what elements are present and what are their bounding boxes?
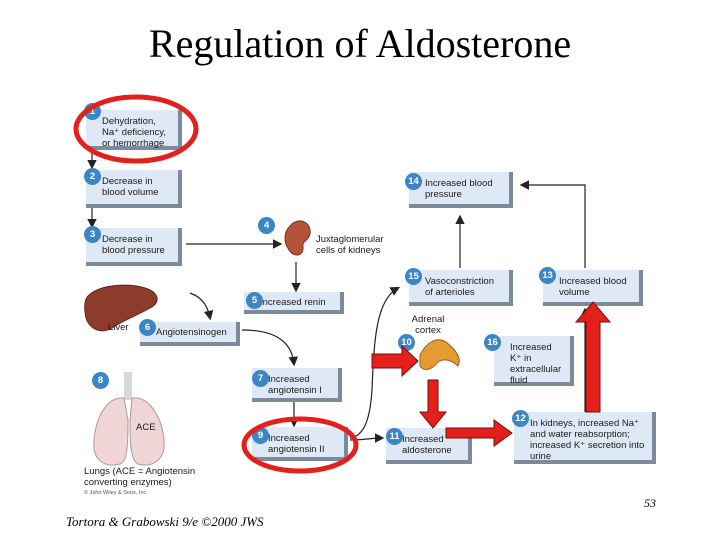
step-11-text: Increased aldosterone	[402, 434, 452, 456]
step-15-box: Vasoconstriction of arterioles	[409, 270, 513, 306]
step-15-text: Vasoconstriction of arterioles	[425, 276, 494, 298]
image-credit: © John Wiley & Sons, Inc.	[84, 490, 148, 496]
step-16-text: Increased K⁺ in extracellular fluid	[510, 342, 562, 386]
step-12-box: In kidneys, increased Na⁺ and water reab…	[514, 412, 656, 464]
arrow-9-to-15	[349, 286, 401, 439]
kidney-illustration	[284, 220, 311, 256]
step-1-text: Dehydration, Na⁺ deficiency, or hemorrha…	[102, 116, 166, 149]
step-12-text: In kidneys, increased Na⁺ and water reab…	[530, 418, 645, 462]
highlight-circle-step-9	[241, 416, 359, 474]
step-8-badge: 8	[92, 372, 109, 389]
red-arrow-down-to-aldosterone	[418, 379, 448, 429]
step-5-badge: 5	[246, 292, 263, 309]
step-3-badge: 3	[84, 226, 101, 243]
step-2-text: Decrease in blood volume	[102, 176, 159, 198]
step-14-text: Increased blood pressure	[425, 178, 493, 200]
ace-label: ACE	[136, 422, 156, 433]
red-arrow-right-to-kidneys	[445, 419, 513, 447]
step-6-box: Angiotensinogen	[140, 322, 240, 346]
step-5-box: Increased renin	[244, 292, 344, 314]
step-2-badge: 2	[84, 168, 101, 185]
step-7-text: Increased angiotensin I	[268, 374, 322, 396]
step-2-box: Decrease in blood volume	[86, 170, 182, 208]
liver-illustration	[84, 284, 158, 332]
step-8-label: Lungs (ACE = Angiotensin converting enzy…	[84, 466, 234, 488]
step-16-badge: 16	[484, 334, 501, 351]
step-15-badge: 15	[405, 268, 422, 285]
step-9-text: Increased angiotensin II	[268, 433, 325, 455]
red-arrow-up-from-kidneys	[574, 301, 612, 413]
step-6-text: Angiotensinogen	[156, 327, 227, 338]
highlight-circle-step-1	[73, 94, 199, 164]
adrenal-gland-illustration	[419, 339, 460, 370]
lungs-illustration	[93, 372, 165, 466]
arrow-6-to-7	[241, 329, 299, 367]
step-14-badge: 14	[405, 173, 422, 190]
step-4-label: Juxtaglomerular cells of kidneys	[316, 234, 396, 256]
step-10-label: Adrenal cortex	[408, 314, 448, 336]
step-4-text: Juxtaglomerular cells of kidneys	[316, 234, 384, 256]
step-6-badge: 6	[139, 319, 156, 336]
step-16-box: Increased K⁺ in extracellular fluid	[494, 336, 574, 386]
step-3-box: Decrease in blood pressure	[86, 228, 182, 266]
liver-label: Liver	[108, 322, 129, 333]
step-5-text: Increased renin	[260, 297, 326, 308]
step-4-badge: 4	[258, 217, 275, 234]
step-13-text: Increased blood volume	[559, 276, 627, 298]
arrow-liver-to-6	[189, 292, 214, 321]
step-14-box: Increased blood pressure	[409, 172, 513, 208]
slide-title: Regulation of Aldosterone	[148, 21, 572, 66]
step-11-badge: 11	[386, 428, 403, 445]
footer-citation: Tortora & Grabowski 9/e ©2000 JWS	[66, 514, 264, 529]
step-1-box: Dehydration, Na⁺ deficiency, or hemorrha…	[86, 110, 182, 150]
step-3-text: Decrease in blood pressure	[102, 234, 165, 256]
arrow-13-to-14	[519, 180, 586, 268]
step-10-text: Adrenal cortex	[411, 314, 445, 336]
step-13-badge: 13	[539, 267, 556, 284]
red-arrow-right-to-adrenal	[371, 344, 419, 378]
page-number: 53	[644, 496, 656, 510]
step-7-badge: 7	[252, 370, 269, 387]
step-12-badge: 12	[512, 410, 529, 427]
step-8-text: Lungs (ACE = Angiotensin converting enzy…	[84, 466, 196, 488]
